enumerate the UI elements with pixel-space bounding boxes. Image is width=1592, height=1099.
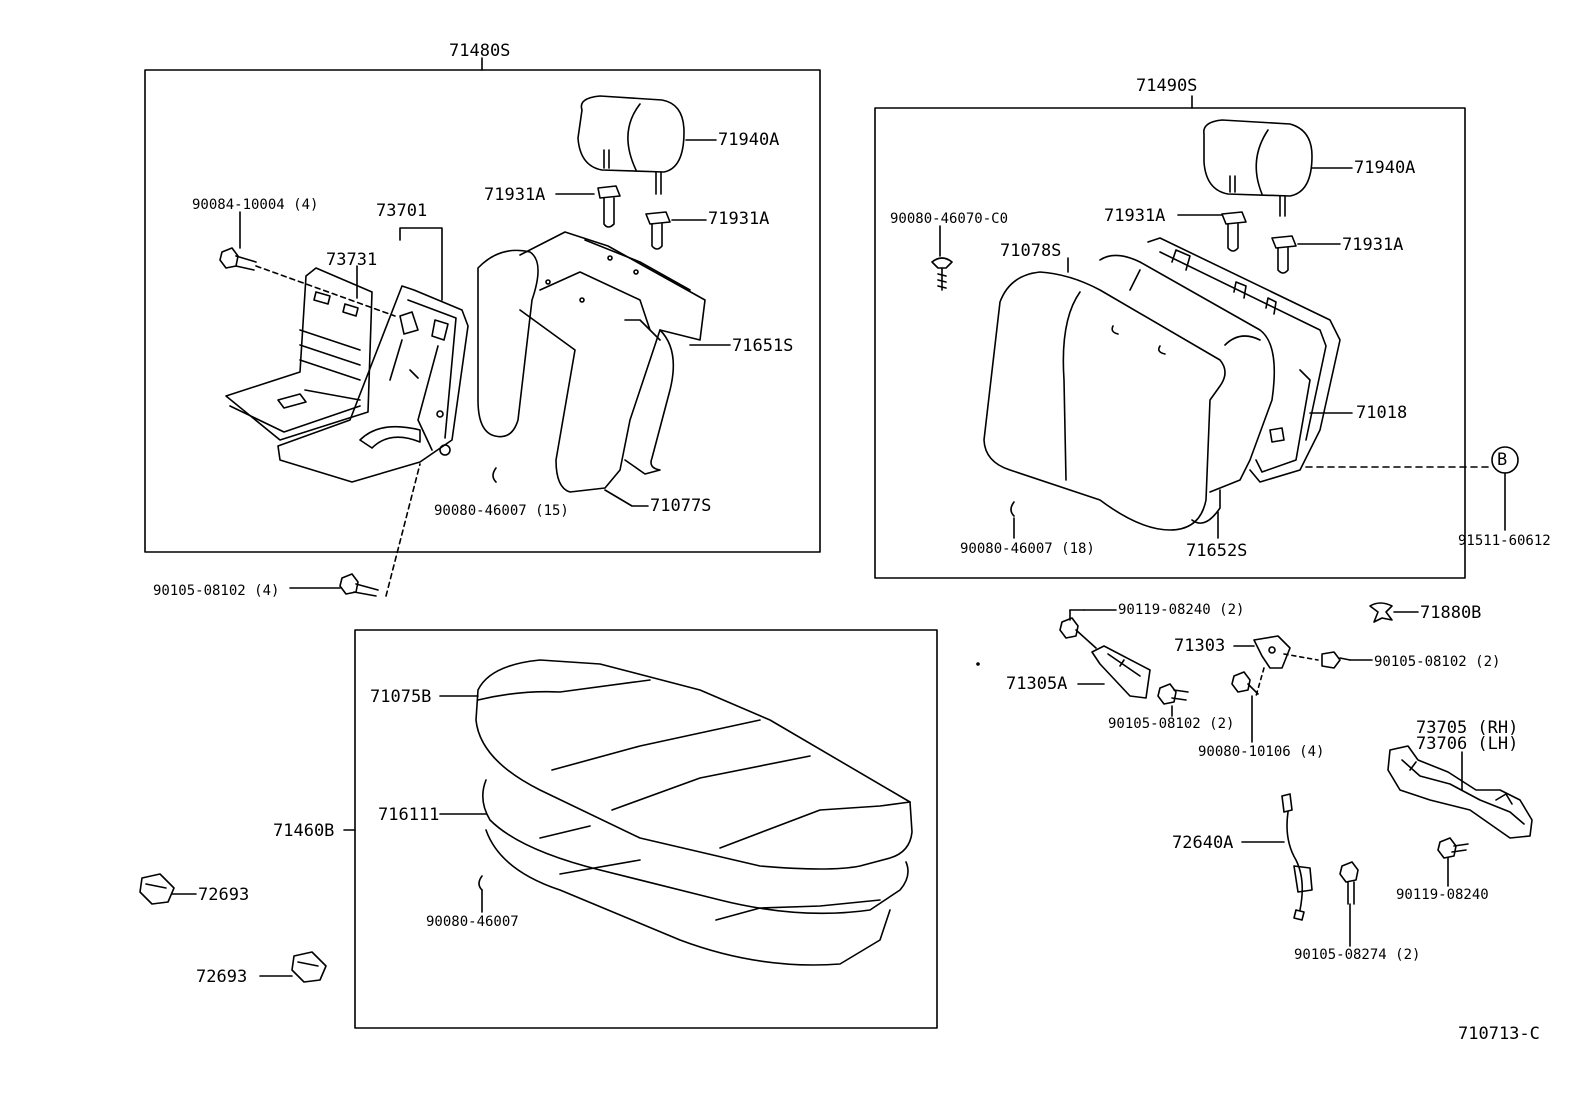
label-bolt-e: 90119-08240 xyxy=(1396,887,1489,903)
label-assembly-71480S: 71480S xyxy=(449,41,511,61)
label-hinge-l: 71305A xyxy=(1006,674,1068,694)
cover-72693-1-drawing xyxy=(139,873,197,905)
hog-ring-cushion-drawing xyxy=(478,875,483,891)
label-support-left-2: 71931A xyxy=(708,209,770,229)
seatback-cover-right-drawing xyxy=(983,254,1276,531)
seat-frame-left-drawing xyxy=(225,267,469,483)
label-belt-sub: 73731 xyxy=(326,250,378,270)
frame-71460B xyxy=(354,629,938,1029)
label-bolt-bottom: 90105-08102 (4) xyxy=(153,583,280,599)
label-bolt-top: 90084-10004 (4) xyxy=(192,197,319,213)
frame-71490S xyxy=(874,107,1466,579)
label-bolt-b: 90105-08102 (2) xyxy=(1374,654,1501,670)
seat-cushion-drawing xyxy=(475,659,913,966)
bolt-90119-right-drawing xyxy=(1437,837,1469,859)
label-bolt-f: 90105-08274 (2) xyxy=(1294,947,1421,963)
clip-71880B-drawing xyxy=(1369,602,1393,623)
label-frame-right: 71018 xyxy=(1356,403,1408,423)
label-cushion-pad: 716111 xyxy=(378,805,440,825)
label-belt-assy: 73701 xyxy=(376,201,428,221)
hinge-71305A-drawing xyxy=(1059,617,1189,705)
leader-bolt-top-dashed xyxy=(255,265,396,317)
page-code: 710713-C xyxy=(1458,1024,1540,1044)
support-right-2-drawing xyxy=(1271,235,1297,274)
hinge-71303-drawing xyxy=(1231,635,1351,697)
label-clip-b: 91511-60612 xyxy=(1458,533,1551,549)
label-cover-left: 71651S xyxy=(732,336,794,356)
label-cover-72693-2: 72693 xyxy=(196,967,248,987)
label-clip-right: 90080-46070-C0 xyxy=(890,211,1009,227)
label-cover-right: 71078S xyxy=(1000,241,1062,261)
label-headrest-left: 71940A xyxy=(718,130,780,150)
label-support-left-1: 71931A xyxy=(484,185,546,205)
label-headrest-right: 71940A xyxy=(1354,158,1416,178)
headrest-left-drawing xyxy=(577,95,685,195)
support-left-1-drawing xyxy=(597,185,621,228)
label-pad-right: 71652S xyxy=(1186,541,1248,561)
label-support-right-1: 71931A xyxy=(1104,206,1166,226)
label-assembly-71490S: 71490S xyxy=(1136,76,1198,96)
support-right-1-drawing xyxy=(1221,211,1247,252)
hog-ring-left-drawing xyxy=(492,467,497,483)
label-hog-ring-left: 90080-46007 (15) xyxy=(434,503,569,519)
bolt-90084-drawing xyxy=(219,247,257,271)
clip-right-drawing xyxy=(931,257,953,291)
cover-72693-2-drawing xyxy=(259,951,327,983)
label-hog-ring-right: 90080-46007 (18) xyxy=(960,541,1095,557)
lock-73705-drawing xyxy=(1387,745,1533,839)
support-left-2-drawing xyxy=(645,211,671,250)
label-bolt-c: 90105-08102 (2) xyxy=(1108,716,1235,732)
label-bolt-a: 90119-08240 (2) xyxy=(1118,602,1245,618)
cable-72640A-drawing xyxy=(1281,793,1313,921)
seatback-frame-right-drawing xyxy=(1147,237,1341,483)
label-cushion-hog-ring: 90080-46007 xyxy=(426,914,519,930)
bolt-90105-08274-drawing xyxy=(1339,861,1359,905)
label-clip-71880B: 71880B xyxy=(1420,603,1482,623)
label-support-right-2: 71931A xyxy=(1342,235,1404,255)
label-cushion-assembly: 71460B xyxy=(273,821,335,841)
bolt-90105-left-drawing xyxy=(339,573,379,597)
headrest-right-drawing xyxy=(1203,119,1313,217)
hog-ring-right-drawing xyxy=(1010,501,1015,517)
label-callout-b: B xyxy=(1497,450,1508,470)
label-cushion-cover: 71075B xyxy=(370,687,432,707)
label-cable: 72640A xyxy=(1172,833,1234,853)
label-cover-72693-1: 72693 xyxy=(198,885,250,905)
seatback-pad-left-drawing xyxy=(477,231,706,493)
leader-bolt-bottom-dashed xyxy=(385,463,421,597)
label-pad-left: 71077S xyxy=(650,496,712,516)
label-lock-lh: 73706 (LH) xyxy=(1416,734,1519,754)
label-bolt-d: 90080-10106 (4) xyxy=(1198,744,1325,760)
label-hinge-r: 71303 xyxy=(1174,636,1226,656)
label-lock-rh: 73705 (RH) xyxy=(1416,718,1519,738)
